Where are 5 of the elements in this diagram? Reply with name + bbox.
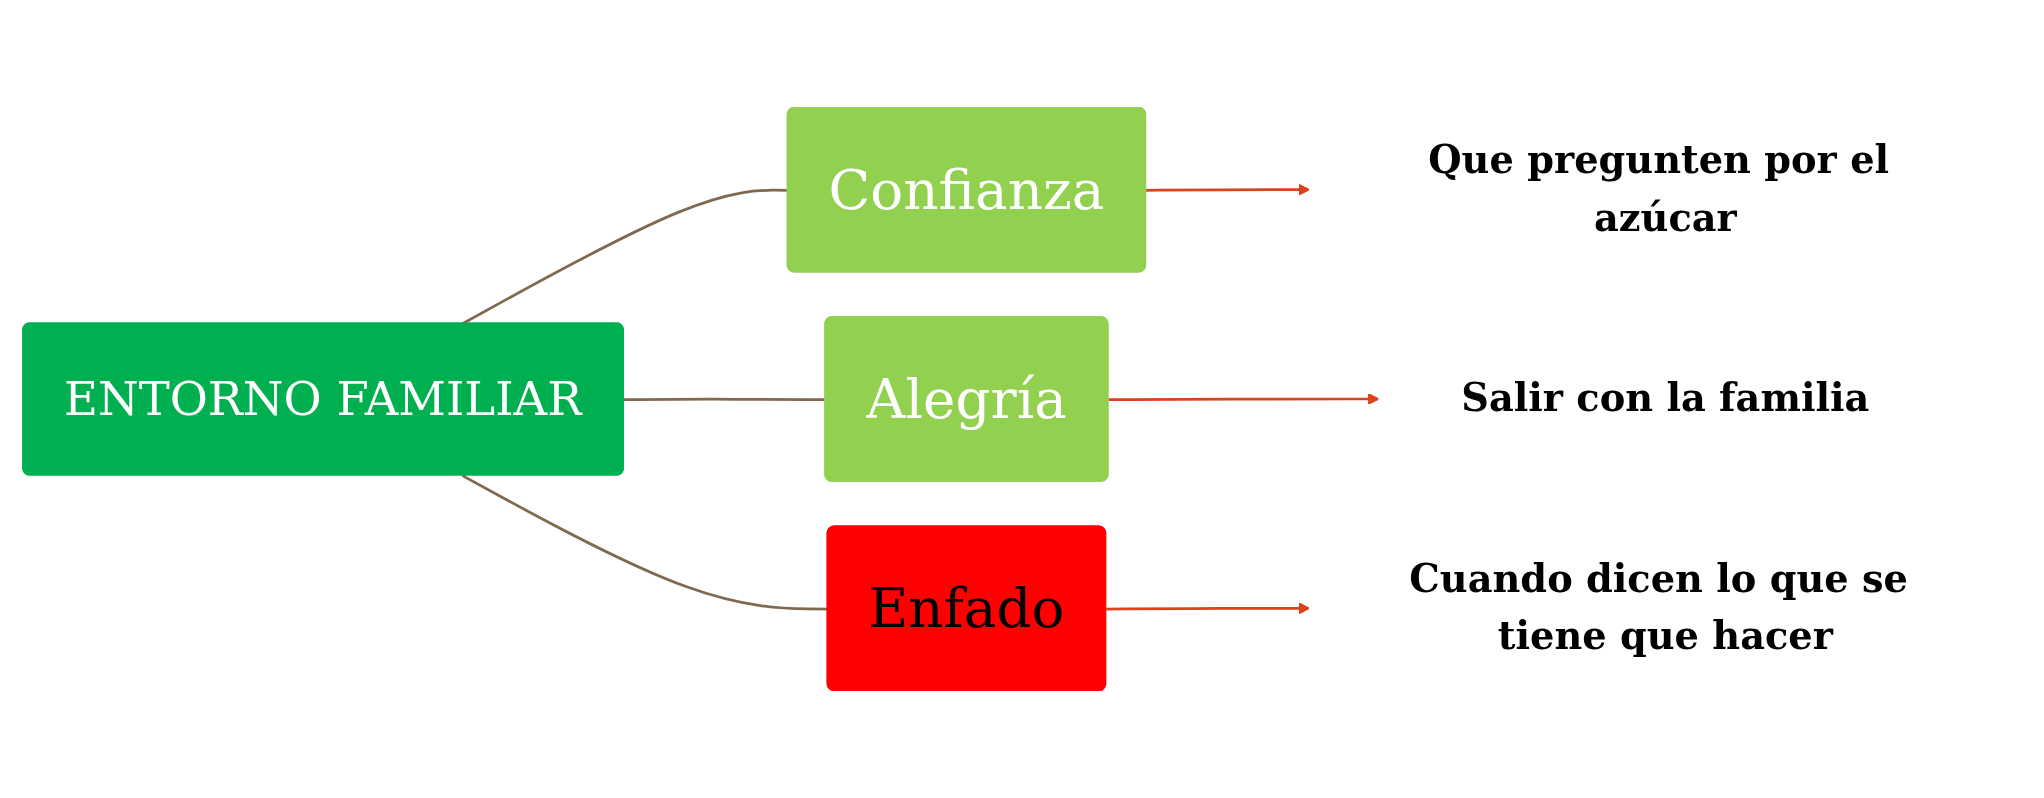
node-text: Salir con la familia xyxy=(1461,375,1870,421)
connector xyxy=(623,397,826,402)
node-text: Cuando dicen lo que se tiene que hacer xyxy=(1409,556,1908,659)
arrow xyxy=(1108,393,1380,405)
node-text: Que pregunten por el azúcar xyxy=(1428,137,1890,241)
